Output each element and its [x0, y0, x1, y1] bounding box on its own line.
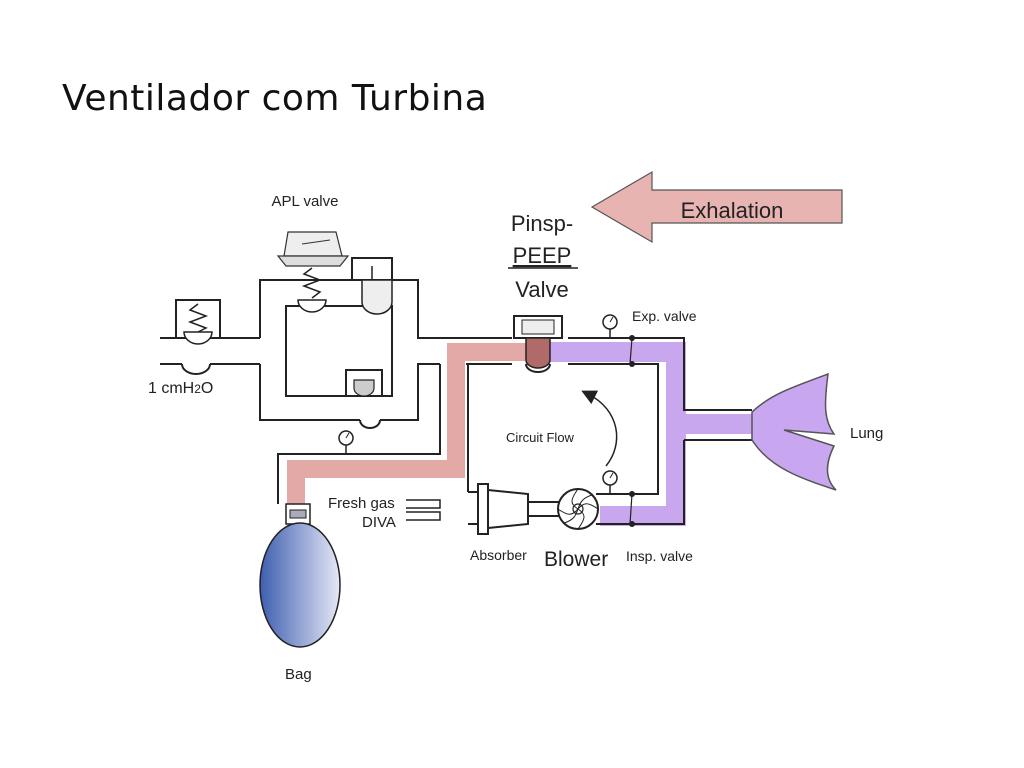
pressure-gauge-insp — [602, 470, 618, 494]
pinsp-label-line3: Valve — [515, 277, 568, 302]
lung-flow-path — [540, 342, 752, 526]
exhalation-arrow — [590, 170, 843, 244]
pressure-gauge-exp — [602, 314, 618, 338]
bottom-port — [359, 419, 381, 429]
insp-valve-label: Insp. valve — [626, 548, 693, 564]
fresh-gas-label: Fresh gas — [328, 495, 395, 512]
circuit-flow-label: Circuit Flow — [506, 430, 575, 445]
exp-valve — [629, 335, 635, 367]
reservoir-bag — [259, 503, 341, 648]
apl-valve — [276, 231, 350, 313]
lung — [751, 372, 837, 491]
check-valve-inner — [345, 369, 383, 397]
blower-label: Blower — [544, 548, 608, 571]
absorber — [477, 483, 560, 535]
apl-valve-label: APL valve — [272, 193, 339, 210]
lung-label: Lung — [850, 425, 883, 442]
blower — [557, 488, 599, 530]
exhalation-flow-path — [287, 343, 536, 504]
pinsp-label-line1: Pinsp- — [511, 211, 573, 236]
circuit-flow-arrow — [581, 390, 618, 467]
exp-valve-label: Exp. valve — [632, 308, 697, 324]
exhalation-label: Exhalation — [681, 198, 784, 223]
pinsp-peep-valve — [513, 315, 563, 373]
exhalation-banner: Exhalation — [590, 170, 843, 244]
relief-valve — [175, 299, 221, 375]
pipe-network — [160, 279, 752, 525]
pinsp-label-line2: PEEP — [513, 243, 572, 268]
absorber-label: Absorber — [470, 547, 527, 563]
bag-label: Bag — [285, 666, 312, 683]
fresh-gas-inlets — [406, 499, 441, 521]
slide-title: Ventilador com Turbina — [62, 78, 488, 119]
insp-valve — [629, 491, 635, 527]
check-valve-top — [351, 257, 393, 315]
pressure-label: 1 cmH2O — [148, 380, 213, 397]
diva-label: DIVA — [362, 514, 396, 531]
pressure-gauge-left — [338, 430, 354, 454]
